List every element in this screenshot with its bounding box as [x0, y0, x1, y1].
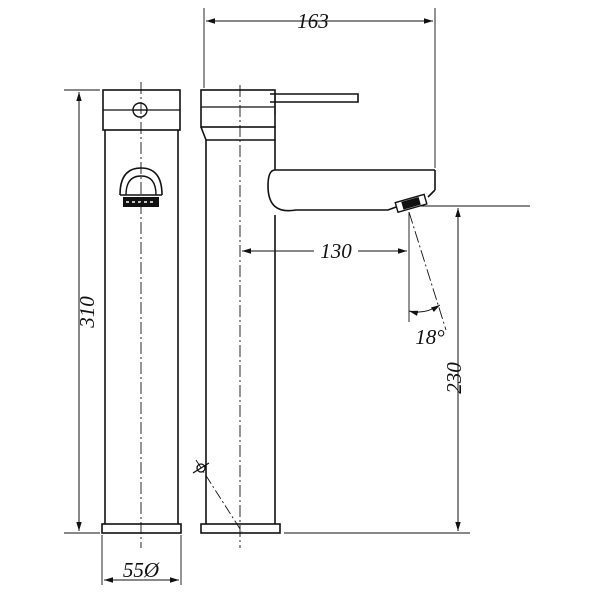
side-handle-cap [200, 89, 276, 128]
side-view [192, 85, 436, 548]
height-310-label: 310 [75, 296, 99, 329]
reach-130-label: 130 [320, 239, 352, 263]
pivot-detail [192, 459, 243, 533]
lever-icon [270, 93, 359, 103]
height-230-dimension: 230 [284, 205, 530, 534]
side-base [200, 523, 281, 534]
nozzle-icon [394, 193, 428, 214]
angle-18-label: 18° [415, 325, 445, 349]
height-310-dimension: 310 [64, 89, 100, 534]
front-base [101, 523, 182, 534]
spout-angle-dimension: 18° [408, 211, 447, 349]
reach-130-dimension: 130 [242, 212, 410, 322]
front-view [101, 82, 182, 548]
base-55-dimension: 55Ø [101, 535, 182, 585]
width-163-label: 163 [297, 9, 329, 33]
spout-icon [267, 169, 436, 212]
height-230-label: 230 [442, 362, 466, 394]
width-163-dimension: 163 [203, 8, 436, 168]
base-55-label: 55Ø [123, 558, 160, 582]
